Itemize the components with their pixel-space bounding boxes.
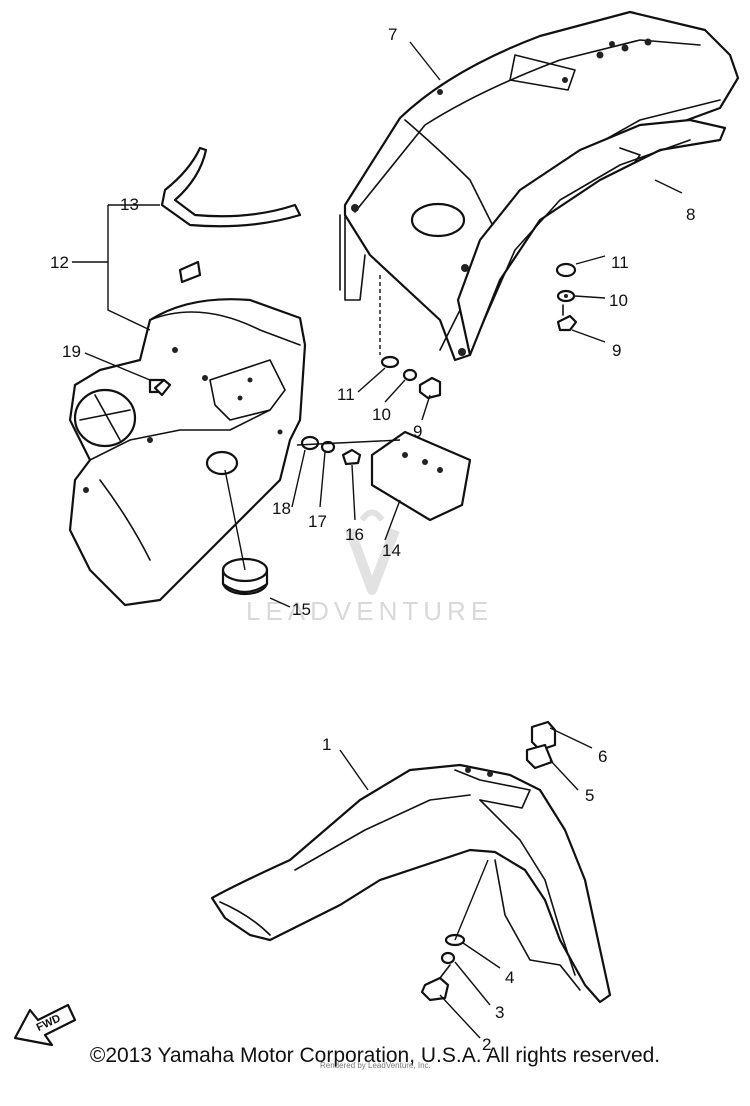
- front-fender-1: [210, 763, 612, 1004]
- watermark: LEADVENTURE: [246, 509, 493, 626]
- callout-1: 1: [322, 735, 331, 754]
- copyright-notice: ©2013 Yamaha Motor Corporation, U.S.A. A…: [89, 1044, 661, 1067]
- callout-4: 4: [505, 968, 514, 987]
- small-print: Rendered by LeadVenture, Inc.: [320, 1061, 431, 1070]
- strap-13: [160, 146, 302, 284]
- callout-9-right: 9: [612, 341, 621, 360]
- callout-11-right: 11: [611, 253, 629, 272]
- callout-9-left: 9: [413, 422, 422, 441]
- callout-19: 19: [62, 342, 81, 361]
- fwd-arrow-icon: FWD: [13, 1003, 77, 1047]
- callout-8: 8: [686, 205, 695, 224]
- leader-lines: [72, 41, 683, 1039]
- callout-16: 16: [345, 525, 364, 544]
- callout-5: 5: [585, 786, 594, 805]
- callout-17: 17: [308, 512, 327, 531]
- side-cover-12: [68, 298, 307, 607]
- callout-labels: 7 8 11 10 9 11 10 9 13 12 19 18 17 16 14…: [50, 25, 695, 1054]
- callout-6: 6: [598, 747, 607, 766]
- callout-10-left: 10: [372, 405, 391, 424]
- callout-7: 7: [388, 25, 397, 44]
- plate-14: [370, 430, 472, 522]
- callout-13: 13: [120, 195, 139, 214]
- grommet-15: [221, 557, 269, 596]
- callout-15: 15: [292, 600, 311, 619]
- watermark-text: LEADVENTURE: [246, 596, 493, 626]
- hardware-lower: [420, 720, 557, 1002]
- callout-10-right: 10: [609, 291, 628, 310]
- callout-3: 3: [495, 1003, 504, 1022]
- callout-11-left: 11: [337, 385, 355, 404]
- callout-2: 2: [482, 1035, 491, 1054]
- callout-14: 14: [382, 541, 401, 560]
- rear-fender-8: [456, 118, 727, 357]
- hardware-upper: [153, 262, 578, 466]
- callout-18: 18: [272, 499, 291, 518]
- callout-12: 12: [50, 253, 69, 272]
